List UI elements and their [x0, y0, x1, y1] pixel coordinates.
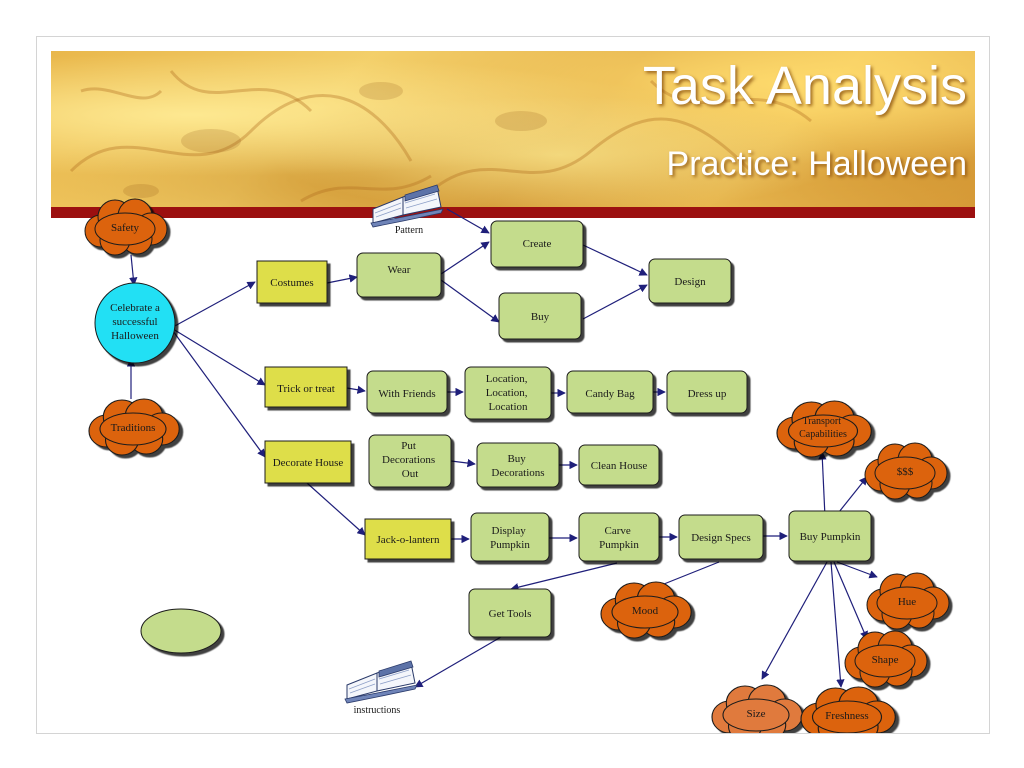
node-dress-up: Dress up	[666, 370, 748, 414]
node-put-decorations-out: Put Decorations Out	[368, 434, 452, 488]
arrow-create-design	[582, 244, 648, 276]
node-create-label: Create	[523, 238, 552, 250]
instructions-label: instructions	[354, 705, 401, 716]
node-clean-house: Clean House	[578, 444, 660, 486]
cloud-size-label: Size	[747, 708, 766, 720]
book-icon	[370, 184, 444, 228]
node-carve-pumpkin-label: Carve Pumpkin	[599, 525, 639, 551]
node-buy: Buy	[498, 292, 582, 340]
cloud-mood-label: Mood	[632, 605, 659, 617]
node-wear-label: Wear	[388, 264, 411, 276]
arrow-get-tools-instructions	[414, 636, 502, 688]
arrow-buy-pumpkin-transport	[818, 451, 827, 518]
node-dress-up-label: Dress up	[688, 388, 727, 400]
node-buy-pumpkin-label: Buy Pumpkin	[800, 531, 861, 543]
connectors	[126, 208, 878, 688]
arrow-costumes-wear	[326, 274, 358, 284]
node-buy-decorations-label: Buy Decorations	[491, 453, 544, 479]
cloud-money: $$$	[864, 442, 948, 500]
node-decorate-house-label: Decorate House	[273, 457, 344, 469]
cloud-safety: Safety	[84, 198, 168, 256]
arrow-buy-pumpkin-hue	[836, 561, 878, 579]
node-buy-decorations: Buy Decorations	[476, 442, 560, 488]
cloud-shape-label: Shape	[872, 654, 899, 666]
arrow-goal-decorate-house	[172, 330, 266, 458]
cloud-transport-label: Transport Capabilities	[799, 416, 847, 440]
arrow-buy-pumpkin-money	[834, 476, 868, 518]
node-buy-label: Buy	[531, 311, 550, 323]
arrow-pattern-create	[446, 208, 490, 234]
node-candy-bag: Candy Bag	[566, 370, 654, 414]
node-location-label: Location, Location, Location	[486, 373, 531, 413]
title-banner: Task Analysis Practice: Halloween	[51, 51, 975, 211]
node-design: Design	[648, 258, 732, 304]
arrow-buy-pumpkin-freshness	[830, 561, 845, 688]
banner-texture	[69, 70, 812, 203]
arrow-buy-pumpkin-shape	[833, 561, 868, 640]
arrow-put-decorations-buy-decorations	[450, 458, 476, 468]
node-costumes-label: Costumes	[270, 277, 313, 289]
node-trick-or-treat-label: Trick or treat	[277, 383, 335, 395]
node-design-specs-label: Design Specs	[691, 532, 751, 544]
node-goal-label-line: successful	[112, 316, 157, 328]
node-design-specs: Design Specs	[678, 514, 764, 560]
empty-ellipse	[140, 608, 222, 654]
node-jack-o-lantern-label: Jack-o-lantern	[377, 534, 440, 546]
node-jack-o-lantern: Jack-o-lantern	[364, 518, 452, 560]
node-goal-label-line: Celebrate a	[110, 302, 160, 314]
cloud-safety-label: Safety	[111, 222, 140, 234]
cloud-freshness-label: Freshness	[825, 710, 868, 722]
node-get-tools-label: Get Tools	[489, 608, 532, 620]
node-design-label: Design	[674, 276, 706, 288]
node-with-friends-label: With Friends	[378, 388, 435, 400]
node-candy-bag-label: Candy Bag	[585, 388, 635, 400]
node-wear: Wear	[356, 252, 442, 298]
cloud-traditions-label: Traditions	[111, 422, 156, 434]
arrow-buy-design	[582, 284, 648, 320]
arrow-carve-get-tools	[510, 562, 618, 592]
node-with-friends: With Friends	[366, 370, 448, 414]
arrow-wear-create	[440, 241, 490, 275]
slide-subtitle: Practice: Halloween	[666, 145, 967, 183]
arrow-goal-trick-or-treat	[172, 328, 266, 386]
cloud-hue: Hue	[866, 572, 950, 630]
arrow-trick-or-treat-with-friends	[346, 385, 366, 394]
node-costumes: Costumes	[256, 260, 328, 304]
node-decorate-house: Decorate House	[264, 440, 352, 484]
node-put-decorations-out-label: Put Decorations Out	[382, 440, 438, 480]
slide-title: Task Analysis	[642, 56, 967, 116]
book-icon	[344, 660, 418, 704]
node-display-pumpkin: Display Pumpkin	[470, 512, 550, 562]
node-get-tools: Get Tools	[468, 588, 552, 638]
node-trick-or-treat: Trick or treat	[264, 366, 348, 408]
node-carve-pumpkin: Carve Pumpkin	[578, 512, 660, 562]
slide: Task Analysis Practice: Halloween	[36, 36, 990, 734]
cloud-hue-label: Hue	[898, 596, 916, 608]
arrow-buy-pumpkin-size	[761, 561, 828, 680]
cloud-money-label: $$$	[897, 466, 914, 478]
arrow-goal-costumes	[172, 281, 256, 328]
banner-divider	[51, 207, 975, 218]
node-location: Location, Location, Location	[464, 366, 552, 420]
node-clean-house-label: Clean House	[591, 460, 648, 472]
cloud-shape: Shape	[844, 630, 928, 688]
node-goal-label-line: Halloween	[111, 330, 159, 342]
arrow-safety-goal	[129, 254, 138, 286]
node-create: Create	[490, 220, 584, 268]
node-display-pumpkin-label: Display Pumpkin	[490, 525, 530, 551]
node-buy-pumpkin: Buy Pumpkin	[788, 510, 872, 562]
arrow-wear-buy	[440, 279, 500, 323]
arrow-decorate-house-jack-o-lantern	[306, 482, 366, 536]
pattern-label: Pattern	[395, 225, 423, 236]
